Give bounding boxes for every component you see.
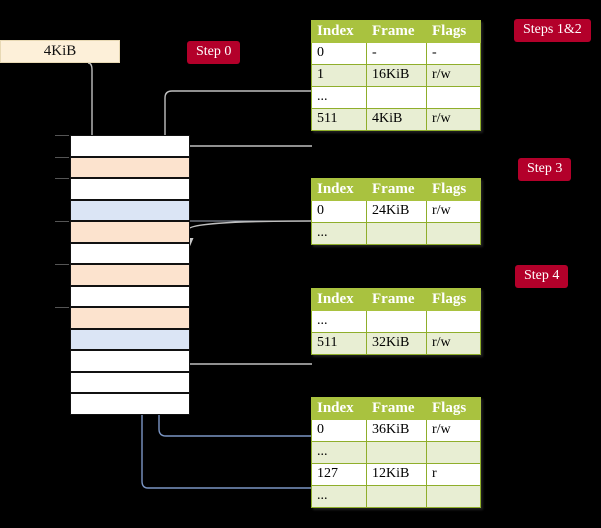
table-cell-frame	[366, 485, 427, 508]
column-header-index: Index	[311, 20, 367, 43]
table-cell-flags: r/w	[426, 332, 481, 355]
column-header-flags: Flags	[426, 397, 481, 420]
table-cell-frame	[366, 310, 427, 333]
table-cell-frame: 36KiB	[366, 419, 427, 442]
memory-row	[70, 264, 190, 286]
table-cell-frame	[366, 86, 427, 109]
table-cell-flags	[426, 222, 481, 245]
table-cell-frame: 16KiB	[366, 64, 427, 87]
memory-row	[70, 328, 190, 351]
source-frame-box: 4KiB	[0, 40, 120, 63]
memory-row	[70, 371, 190, 394]
memory-column	[55, 135, 190, 415]
table-cell-flags	[426, 441, 481, 464]
table-row: 0--	[311, 42, 481, 65]
table-cell-index: 1	[311, 64, 367, 87]
table-cell-frame: 4KiB	[366, 108, 427, 131]
table-row: ...	[311, 310, 481, 333]
memory-row-tick	[55, 264, 69, 266]
table-cell-index: ...	[311, 485, 367, 508]
table-cell-frame: 24KiB	[366, 200, 427, 223]
table-cell-index: 0	[311, 200, 367, 223]
memory-row	[70, 242, 190, 265]
memory-row-tick	[55, 135, 69, 136]
table-cell-index: ...	[311, 222, 367, 245]
table-cell-flags: r/w	[426, 64, 481, 87]
table-cell-index: 127	[311, 463, 367, 486]
source-frame-label: 4KiB	[43, 43, 77, 59]
column-header-frame: Frame	[366, 178, 427, 201]
column-header-frame: Frame	[366, 288, 427, 311]
table-cell-flags	[426, 485, 481, 508]
table-cell-frame: -	[366, 42, 427, 65]
memory-row	[70, 285, 190, 308]
table-cell-frame	[366, 222, 427, 245]
column-header-frame: Frame	[366, 20, 427, 43]
table-cell-frame	[366, 441, 427, 464]
table-cell-flags: r/w	[426, 200, 481, 223]
table-cell-flags: r/w	[426, 419, 481, 442]
memory-row	[70, 135, 190, 157]
column-header-index: Index	[311, 288, 367, 311]
memory-row-tick	[55, 178, 69, 180]
column-header-index: Index	[311, 178, 367, 201]
memory-row	[70, 178, 190, 200]
table-cell-index: 511	[311, 108, 367, 131]
memory-row	[70, 156, 190, 179]
column-header-frame: Frame	[366, 397, 427, 420]
table-cell-index: ...	[311, 310, 367, 333]
badge-step-4: Step 4	[515, 265, 569, 288]
badge-steps-1-2: Steps 1&2	[514, 19, 591, 42]
table-cell-index: 0	[311, 42, 367, 65]
memory-row	[70, 307, 190, 329]
memory-row-tick	[55, 156, 69, 158]
memory-row-tick	[55, 307, 69, 309]
table-cell-flags: r/w	[426, 108, 481, 131]
table-cell-flags: -	[426, 42, 481, 65]
table-cell-index: ...	[311, 86, 367, 109]
table-row: ...	[311, 485, 481, 508]
table-row: ...	[311, 86, 481, 109]
column-header-index: Index	[311, 397, 367, 420]
memory-row	[70, 221, 190, 243]
table-cell-frame: 32KiB	[366, 332, 427, 355]
table-cell-flags: r	[426, 463, 481, 486]
table-cell-index: 511	[311, 332, 367, 355]
table-row: ...	[311, 441, 481, 464]
column-header-flags: Flags	[426, 178, 481, 201]
table-cell-index: ...	[311, 441, 367, 464]
column-header-flags: Flags	[426, 288, 481, 311]
column-header-flags: Flags	[426, 20, 481, 43]
table-cell-flags	[426, 310, 481, 333]
badge-step-0: Step 0	[187, 41, 241, 64]
memory-row	[70, 350, 190, 372]
memory-row	[70, 393, 190, 415]
table-row: ...	[311, 222, 481, 245]
memory-row	[70, 199, 190, 222]
table-cell-frame: 12KiB	[366, 463, 427, 486]
table-cell-flags	[426, 86, 481, 109]
badge-step-3: Step 3	[518, 158, 572, 181]
memory-row-tick	[55, 221, 69, 223]
table-cell-index: 0	[311, 419, 367, 442]
